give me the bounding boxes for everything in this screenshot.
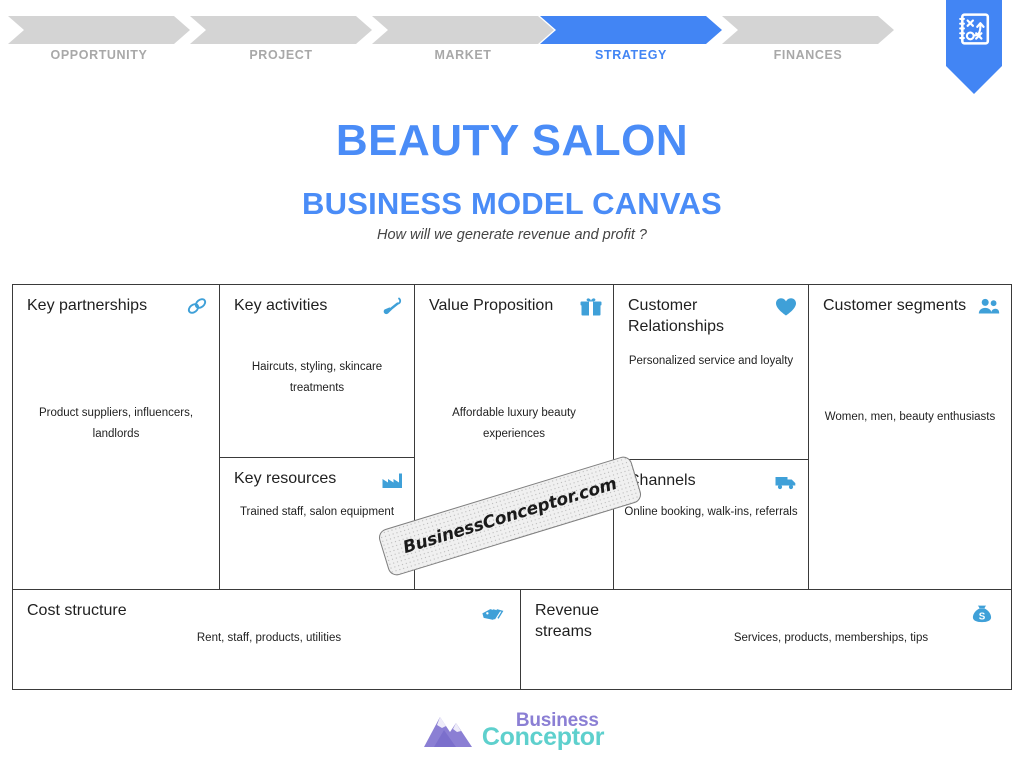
strategy-marker-badge xyxy=(946,0,1002,100)
factory-icon xyxy=(382,473,402,488)
canvas-cell-key-activities[interactable]: Key activities Haircuts, styling, skinca… xyxy=(219,284,415,458)
canvas-cell-customer-relationships[interactable]: Customer Relationships Personalized serv… xyxy=(613,284,809,460)
chain-link-icon xyxy=(187,298,207,314)
cell-title: Channels xyxy=(628,472,696,489)
canvas-cell-cost-structure[interactable]: Cost structure Rent, staff, products, ut… xyxy=(12,589,521,690)
cell-body: Product suppliers, influencers, landlord… xyxy=(38,407,194,441)
page-title: BEAUTY SALON xyxy=(335,116,689,165)
canvas-cell-key-partnerships[interactable]: Key partnerships Product suppliers, infl… xyxy=(12,284,220,590)
nav-step-label: STRATEGY xyxy=(595,48,667,62)
page-subtitle: BUSINESS MODEL CANVAS xyxy=(302,186,722,222)
business-model-canvas: Key partnerships Product suppliers, infl… xyxy=(12,284,1012,690)
nav-step-chevron xyxy=(190,16,372,44)
cell-title: Customer segments xyxy=(823,297,967,314)
nav-step-chevron xyxy=(8,16,190,44)
cell-body: Personalized service and loyalty xyxy=(628,355,794,367)
nav-step-chevron xyxy=(722,16,894,44)
cell-title: Key activities xyxy=(234,297,328,314)
cell-body: Affordable luxury beauty experiences xyxy=(452,407,576,441)
mountain-logo-icon xyxy=(423,717,472,747)
logo-bottom-text: Conceptor xyxy=(481,722,605,751)
canvas-cell-revenue-streams[interactable]: Revenue streams S Services, products, me… xyxy=(520,589,1012,690)
gift-icon xyxy=(580,298,602,316)
marker-body xyxy=(946,0,1002,66)
title-block: BEAUTY SALON BUSINESS MODEL CANVAS How w… xyxy=(0,116,1024,244)
cell-body: Rent, staff, products, utilities xyxy=(196,632,342,644)
cell-title: Key partnerships xyxy=(27,297,148,314)
cell-title: Value Proposition xyxy=(429,297,554,314)
cell-body: Trained staff, salon equipment xyxy=(239,506,395,518)
cell-body: Women, men, beauty enthusiasts xyxy=(824,411,996,423)
nav-step-strategy[interactable]: STRATEGY xyxy=(540,16,722,62)
footer-logo[interactable]: Business Conceptor xyxy=(0,702,1024,758)
cell-body: Services, products, memberships, tips xyxy=(733,632,929,644)
nav-step-label: FINANCES xyxy=(773,48,843,62)
nav-step-label: PROJECT xyxy=(249,48,313,62)
svg-text:S: S xyxy=(979,612,986,623)
cell-title: Key resources xyxy=(234,470,337,487)
canvas-cell-key-resources[interactable]: Key resources Trained staff, salon equip… xyxy=(219,457,415,590)
canvas-cell-channels[interactable]: Channels Online booking, walk-ins, refer… xyxy=(613,459,809,590)
heart-icon xyxy=(776,298,796,316)
cell-body: Haircuts, styling, skincare treatments xyxy=(251,361,383,395)
cell-body: Online booking, walk-ins, referrals xyxy=(624,506,798,518)
delivery-truck-icon xyxy=(775,477,796,490)
people-group-icon xyxy=(978,298,1000,314)
cell-title: Revenue streams xyxy=(535,602,600,641)
price-tag-icon xyxy=(482,609,504,620)
nav-step-label: OPPORTUNITY xyxy=(50,48,148,62)
nav-step-project[interactable]: PROJECT xyxy=(190,16,372,62)
logo-top-text: Business xyxy=(515,709,599,731)
nav-step-label: MARKET xyxy=(434,48,492,62)
logo-wordmark: Business Conceptor xyxy=(481,709,605,751)
money-bag-icon: S xyxy=(972,605,992,623)
nav-step-finances[interactable]: FINANCES xyxy=(722,16,894,62)
canvas-cell-customer-segments[interactable]: Customer segments Women, men, beauty ent… xyxy=(808,284,1012,590)
marker-tip xyxy=(946,66,1002,94)
strategy-playbook-icon xyxy=(959,13,990,45)
nav-step-market[interactable]: MARKET xyxy=(372,16,554,62)
shovel-icon xyxy=(383,297,402,315)
cell-title: Customer Relationships xyxy=(628,297,725,336)
nav-step-chevron xyxy=(372,16,554,44)
page-question: How will we generate revenue and profit … xyxy=(376,227,647,244)
process-step-nav: OPPORTUNITY PROJECT MARKET STRATEGY FINA… xyxy=(0,0,1024,100)
cell-title: Cost structure xyxy=(27,602,127,619)
nav-step-opportunity[interactable]: OPPORTUNITY xyxy=(8,16,190,62)
nav-step-chevron-active xyxy=(540,16,722,44)
